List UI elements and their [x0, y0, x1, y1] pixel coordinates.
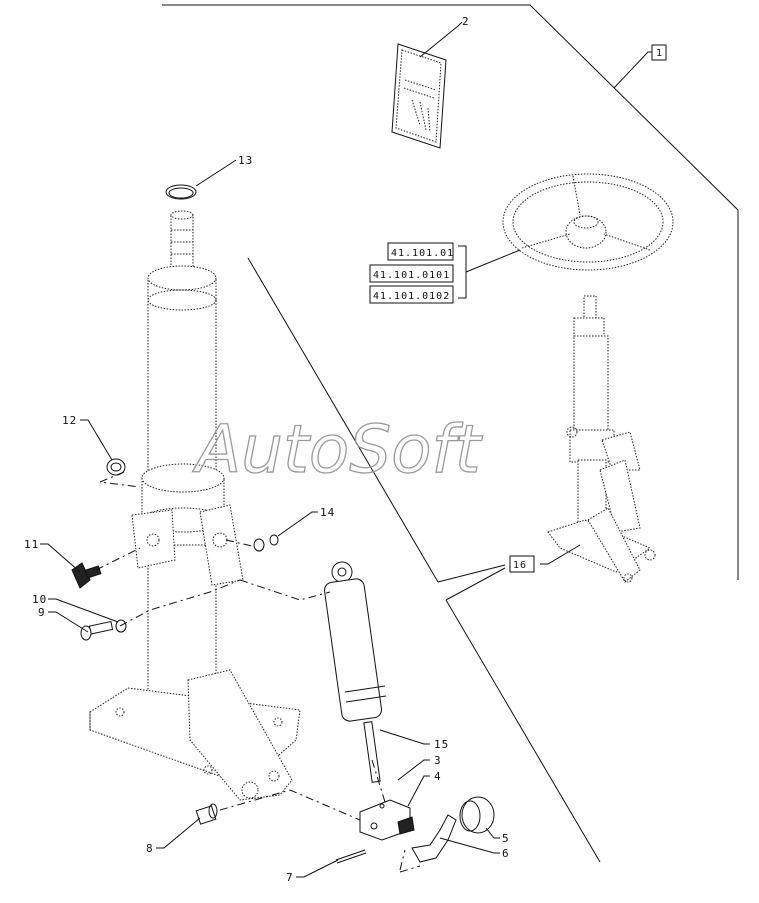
reference-codes: 41.101.01 41.101.0101 41.101.0102 — [369, 242, 454, 304]
watermark: AutoSoft — [192, 411, 483, 488]
callout-6: 6 — [502, 847, 510, 860]
snap-ring — [165, 184, 197, 200]
reference-code-3: 41.101.0102 — [373, 291, 450, 302]
callout-5: 5 — [502, 832, 510, 845]
callout-12: 12 — [62, 414, 77, 427]
gas-spring — [323, 561, 387, 783]
spring-clip — [411, 814, 457, 863]
pin — [335, 849, 367, 864]
steering-column — [89, 210, 301, 801]
callout-7: 7 — [286, 871, 294, 884]
callout-8: 8 — [146, 842, 154, 855]
callout-9: 9 — [38, 606, 46, 619]
reference-code-2: 41.101.0101 — [373, 270, 450, 281]
steering-wheel — [502, 173, 674, 271]
leader-lines — [40, 21, 652, 878]
callout-11: 11 — [24, 538, 39, 551]
washer-and-bolt — [80, 619, 127, 641]
frame-lines — [162, 4, 739, 863]
clevis-block — [359, 799, 415, 841]
assembly-lines — [95, 471, 421, 873]
callout-2: 2 — [462, 15, 470, 28]
clip — [253, 534, 279, 552]
plug — [106, 458, 126, 476]
assembled-column — [547, 295, 656, 583]
sub-assembly-label: 16 — [513, 560, 527, 571]
assembly-label: 1 — [656, 48, 663, 59]
boxed-label-16: 16 — [509, 555, 535, 573]
callout-10: 10 — [32, 593, 47, 606]
callout-15: 15 — [434, 738, 449, 751]
callout-13: 13 — [238, 154, 253, 167]
bushing — [195, 803, 218, 825]
boxed-label-1: 1 — [651, 44, 667, 61]
manual-sheet — [391, 43, 447, 149]
reference-code-1: 41.101.01 — [391, 248, 454, 259]
callout-14: 14 — [320, 506, 335, 519]
callout-numbers: 2 13 12 11 10 9 14 8 7 15 3 4 5 6 — [24, 15, 510, 884]
callout-3: 3 — [434, 754, 442, 767]
callout-4: 4 — [434, 770, 442, 783]
knob — [71, 562, 102, 589]
cap — [459, 796, 495, 834]
